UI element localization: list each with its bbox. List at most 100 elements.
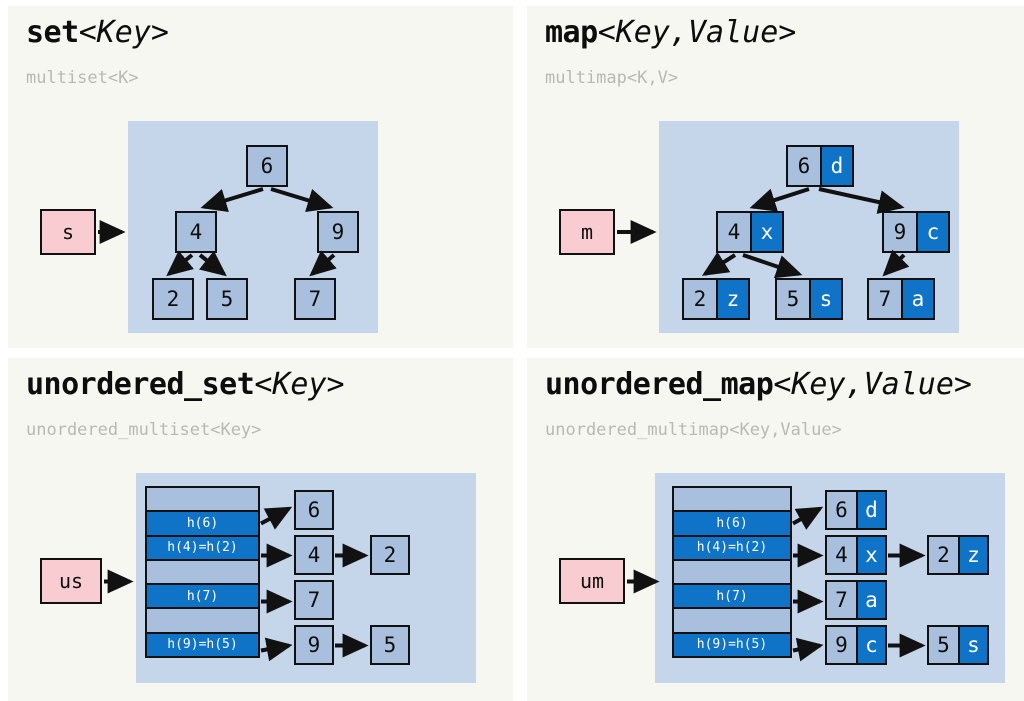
node-key: 9 (319, 213, 357, 251)
node-value: d (856, 492, 885, 528)
tree-node-4-x: 4 x (716, 211, 784, 253)
tree-node-2-z: 2 z (682, 278, 750, 320)
chain-node-6-d: 6 d (825, 490, 887, 530)
node-value: c (856, 627, 885, 663)
node-key: 7 (827, 582, 856, 618)
pointer-label: um (579, 569, 605, 593)
bucket-row: h(4)=h(2) (674, 536, 790, 561)
tree-node-6: 6 (246, 145, 288, 187)
node-key: 7 (296, 280, 334, 318)
node-key: 4 (718, 213, 750, 251)
tree-node-5-s: 5 s (775, 278, 843, 320)
panel-unordered-set: unordered_set<Key> unordered_multiset<Ke… (8, 358, 513, 701)
panel-map-subtitle: multimap<K,V> (545, 68, 679, 88)
node-key: 2 (154, 280, 192, 318)
bucket-row (674, 560, 790, 586)
title-base: unordered_map (545, 367, 774, 402)
node-value: x (856, 537, 885, 573)
bucket-row: h(7) (674, 585, 790, 610)
node-key: 2 (929, 537, 958, 573)
node-key: 9 (296, 627, 332, 663)
bucket-row: h(6) (674, 512, 790, 537)
node-key: 7 (296, 582, 332, 618)
panel-set: set<Key> multiset<K> s 6 4 9 2 5 7 (8, 6, 513, 348)
node-value: d (820, 147, 852, 185)
node-value: s (958, 627, 987, 663)
bucket-row: h(4)=h(2) (147, 536, 258, 561)
pointer-label: us (58, 569, 84, 593)
node-value: a (856, 582, 885, 618)
chain-node-7-a: 7 a (825, 580, 887, 620)
panel-unordered-set-subtitle: unordered_multiset<Key> (26, 420, 262, 440)
node-key: 2 (684, 280, 716, 318)
panel-unordered-map-title: unordered_map<Key,Value> (545, 370, 972, 400)
bucket-row: h(6) (147, 512, 258, 537)
node-key: 4 (177, 213, 215, 251)
hash-bucket-array-um: h(6) h(4)=h(2) h(7) h(9)=h(5) (672, 486, 792, 658)
panel-unordered-map-subtitle: unordered_multimap<Key,Value> (545, 420, 842, 440)
pointer-box-um: um (559, 558, 625, 604)
node-key: 9 (827, 627, 856, 663)
node-value: x (750, 213, 782, 251)
pointer-box-m: m (559, 209, 615, 255)
panel-unordered-map: unordered_map<Key,Value> unordered_multi… (527, 358, 1024, 701)
node-key: 6 (827, 492, 856, 528)
title-base: set (26, 15, 79, 50)
panel-map-title: map<Key,Value> (545, 18, 796, 48)
bucket-row (147, 488, 258, 513)
bucket-row: h(9)=h(5) (147, 633, 258, 656)
title-template-params: <Key> (78, 15, 169, 50)
title-base: unordered_set (26, 367, 255, 402)
bucket-row: h(7) (147, 585, 258, 610)
tree-node-5: 5 (206, 278, 248, 320)
panel-unordered-set-title: unordered_set<Key> (26, 370, 345, 400)
panel-map: map<Key,Value> multimap<K,V> m 6 d 4 x 9… (527, 6, 1024, 348)
node-key: 5 (372, 627, 408, 663)
chain-node-5: 5 (370, 625, 410, 665)
node-key: 5 (777, 280, 809, 318)
chain-node-5-s: 5 s (927, 625, 989, 665)
tree-node-6-d: 6 d (786, 145, 854, 187)
node-value: z (958, 537, 987, 573)
node-key: 7 (869, 280, 901, 318)
node-value: s (809, 280, 841, 318)
pointer-label: s (61, 220, 75, 244)
chain-node-7: 7 (294, 580, 334, 620)
chain-node-2: 2 (370, 535, 410, 575)
chain-node-9: 9 (294, 625, 334, 665)
node-value: c (916, 213, 948, 251)
bucket-row (674, 609, 790, 634)
title-template-params: <Key,Value> (773, 367, 972, 402)
pointer-box-us: us (40, 558, 102, 604)
tree-node-4: 4 (175, 211, 217, 253)
title-template-params: <Key,Value> (597, 15, 797, 50)
bucket-row (147, 609, 258, 634)
pointer-label: m (580, 220, 594, 244)
title-base: map (545, 15, 598, 50)
panel-set-subtitle: multiset<K> (26, 68, 139, 88)
chain-node-4: 4 (294, 535, 334, 575)
pointer-box-s: s (40, 209, 96, 255)
node-key: 4 (296, 537, 332, 573)
node-key: 4 (827, 537, 856, 573)
hash-bucket-array-us: h(6) h(4)=h(2) h(7) h(9)=h(5) (145, 486, 260, 658)
tree-node-9-c: 9 c (882, 211, 950, 253)
chain-node-9-c: 9 c (825, 625, 887, 665)
tree-node-9: 9 (317, 211, 359, 253)
bucket-row (674, 488, 790, 513)
tree-node-2: 2 (152, 278, 194, 320)
chain-node-6: 6 (294, 490, 334, 530)
node-key: 6 (296, 492, 332, 528)
node-key: 5 (929, 627, 958, 663)
tree-node-7: 7 (294, 278, 336, 320)
node-value: a (901, 280, 933, 318)
bucket-row (147, 560, 258, 586)
chain-node-4-x: 4 x (825, 535, 887, 575)
node-key: 9 (884, 213, 916, 251)
bucket-row: h(9)=h(5) (674, 633, 790, 656)
panel-set-title: set<Key> (26, 18, 169, 48)
node-key: 5 (208, 280, 246, 318)
node-key: 2 (372, 537, 408, 573)
title-template-params: <Key> (254, 367, 345, 402)
